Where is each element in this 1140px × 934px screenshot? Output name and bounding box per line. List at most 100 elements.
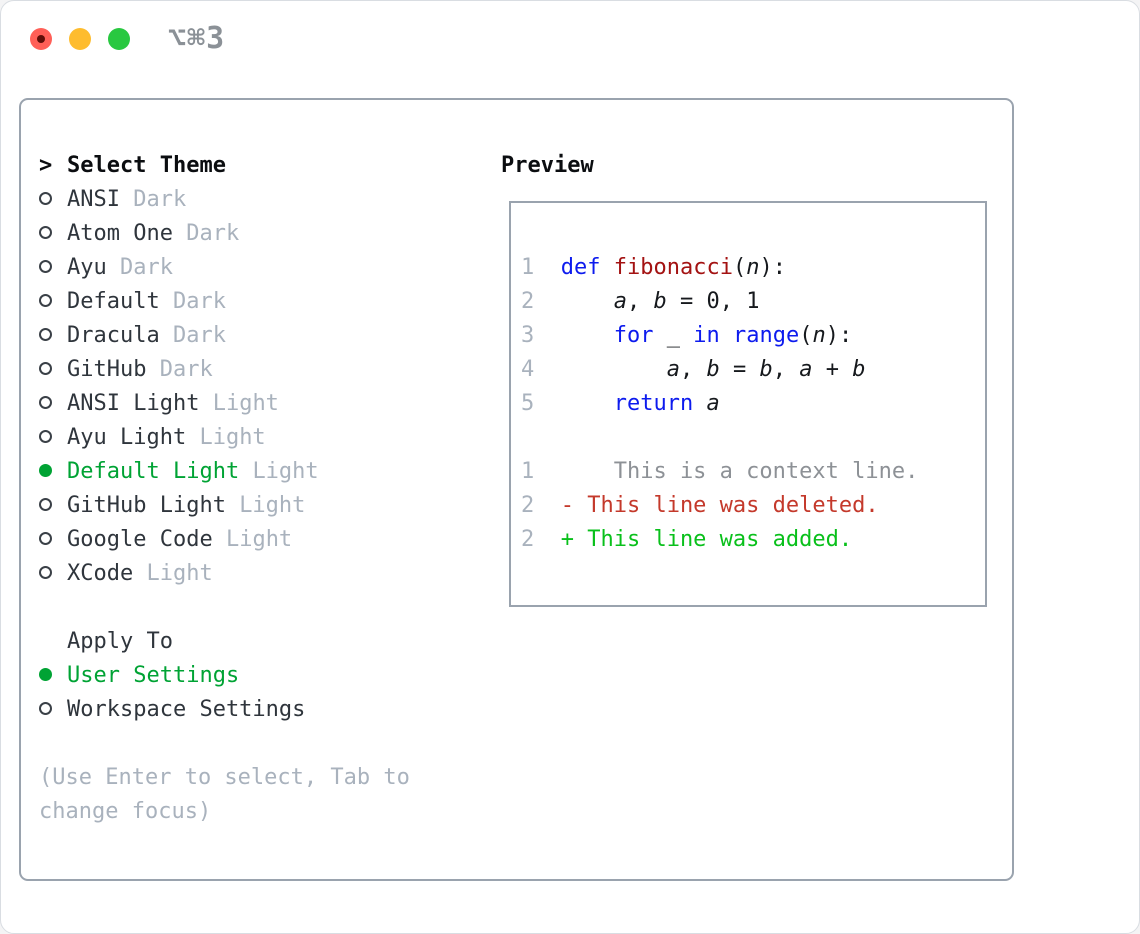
theme-variant: Light (199, 425, 266, 450)
code-line: 4 a, b = b, a + b (511, 353, 985, 387)
close-button[interactable] (30, 28, 52, 50)
theme-name: GitHub Light (67, 493, 240, 518)
radio-icon (39, 362, 52, 375)
theme-option-github-dark[interactable]: GitHub Dark (39, 353, 410, 387)
theme-option-default-dark[interactable]: Default Dark (39, 285, 410, 319)
theme-option-ayu-dark[interactable]: Ayu Dark (39, 251, 410, 285)
diff-text: This is a context line. (560, 459, 919, 484)
apply-option-label: User Settings (67, 663, 240, 688)
code-token: fibonacci (613, 255, 733, 280)
radio-icon (39, 192, 52, 205)
line-number: 2 (521, 289, 535, 314)
theme-variant: Dark (133, 187, 187, 212)
radio-icon (39, 532, 52, 545)
close-dot-icon (37, 35, 45, 43)
theme-name: Ayu Light (67, 425, 200, 450)
theme-option-github-light-light[interactable]: GitHub Light Light (39, 489, 410, 523)
code-token: range (732, 323, 800, 348)
apply-to-header: Apply To (39, 625, 410, 659)
code-token: a (666, 357, 680, 382)
apply-option-workspace-settings[interactable]: Workspace Settings (39, 693, 410, 727)
zoom-button[interactable] (108, 28, 130, 50)
code-token (561, 323, 614, 348)
code-token: ): (759, 255, 786, 280)
theme-name: Default Light (67, 459, 253, 484)
theme-variant: Light (212, 391, 279, 416)
select-theme-title: Select Theme (67, 153, 226, 178)
line-number: 3 (521, 323, 535, 348)
code-token: def (560, 255, 601, 280)
theme-option-google-code-light[interactable]: Google Code Light (39, 523, 410, 557)
radio-icon (39, 566, 52, 579)
code-token: b (653, 289, 667, 314)
theme-variant: Light (239, 493, 306, 518)
code-token (561, 289, 614, 314)
minimize-button[interactable] (69, 28, 91, 50)
theme-name: ANSI Light (67, 391, 213, 416)
theme-option-ansi-light-light[interactable]: ANSI Light Light (39, 387, 410, 421)
diff-text: + This line was added. (560, 527, 853, 552)
code-token: b (706, 357, 720, 382)
select-theme-header: >Select Theme (39, 149, 410, 183)
theme-variant: Light (225, 527, 293, 552)
diff-line: 2 + This line was added. (511, 523, 985, 557)
theme-option-ayu-light-light[interactable]: Ayu Light Light (39, 421, 410, 455)
code-line: 3 for _ in range(n): (511, 319, 985, 353)
code-line: 2 a, b = 0, 1 (511, 285, 985, 319)
code-token: n (812, 323, 826, 348)
line-number: 2 (521, 527, 535, 552)
theme-variant: Dark (172, 323, 226, 348)
code-token: = (719, 357, 760, 382)
spacer (39, 727, 410, 761)
radio-icon (39, 294, 52, 307)
theme-variant: Dark (186, 221, 240, 246)
spacer (511, 421, 985, 455)
code-token: n (746, 255, 760, 280)
line-number: 1 (521, 255, 535, 280)
theme-option-atom-one-dark[interactable]: Atom One Dark (39, 217, 410, 251)
help-text: change focus) (39, 799, 212, 824)
theme-option-ansi-dark[interactable]: ANSI Dark (39, 183, 410, 217)
code-token: , (772, 357, 800, 382)
theme-option-xcode-light[interactable]: XCode Light (39, 557, 410, 591)
apply-option-user-settings[interactable]: User Settings (39, 659, 410, 693)
theme-variant: Dark (119, 255, 173, 280)
theme-name: Atom One (67, 221, 187, 246)
radio-icon (39, 226, 52, 239)
radio-selected-icon (39, 464, 52, 477)
line-number: 5 (521, 391, 535, 416)
radio-selected-icon (39, 668, 52, 681)
line-number: 4 (521, 357, 535, 382)
spacer (39, 591, 410, 625)
theme-name: ANSI (67, 187, 134, 212)
code-token: return (613, 391, 694, 416)
radio-icon (39, 260, 52, 273)
code-token: = 0, 1 (666, 289, 760, 314)
diff-line: 2- This line was deleted. (511, 489, 985, 523)
radio-icon (39, 498, 52, 511)
window-shortcut-label: ⌥⌘3 (168, 21, 226, 56)
theme-variant: Dark (159, 357, 213, 382)
code-token: , (626, 289, 654, 314)
theme-option-dracula-dark[interactable]: Dracula Dark (39, 319, 410, 353)
apply-option-label: Workspace Settings (67, 697, 306, 722)
code-token (561, 357, 667, 382)
code-token: a (706, 391, 720, 416)
line-number: 2 (521, 493, 535, 518)
theme-option-default-light-light[interactable]: Default Light Light (39, 455, 410, 489)
radio-icon (39, 430, 52, 443)
code-token (561, 391, 614, 416)
radio-icon (39, 328, 52, 341)
code-token: for (613, 323, 654, 348)
theme-name: XCode (67, 561, 147, 586)
code-token: + (812, 357, 853, 382)
theme-name: Ayu (67, 255, 120, 280)
code-token: _ (653, 323, 694, 348)
titlebar: ⌥⌘3 (1, 1, 1139, 98)
code-token: in (693, 323, 720, 348)
code-token (600, 255, 613, 280)
code-line: 5 return a (511, 387, 985, 421)
